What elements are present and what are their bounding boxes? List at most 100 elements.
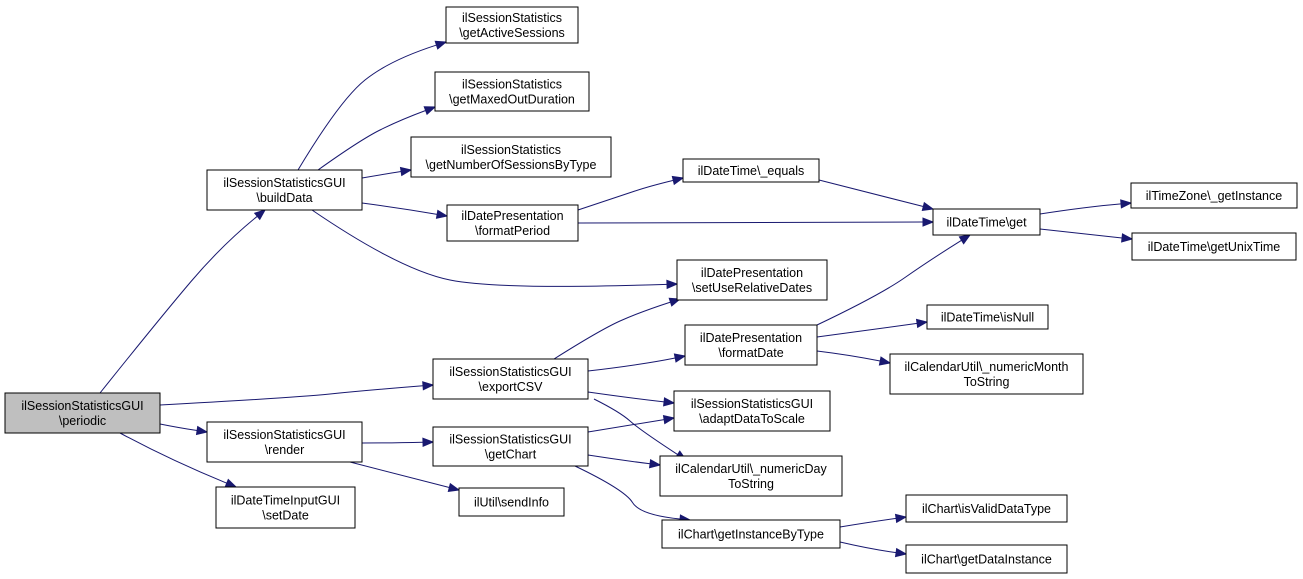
edge-render-to-getChart: [361, 437, 435, 448]
edge-line: [574, 465, 681, 520]
node-getDataInstance[interactable]: ilChart\getDataInstance: [905, 544, 1068, 574]
edge-equals-to-get: [818, 179, 935, 212]
arrowhead-icon: [922, 217, 935, 227]
node-getInstanceByType[interactable]: ilChart\getInstanceByType: [661, 519, 841, 549]
node-isValidDataType[interactable]: ilChart\isValidDataType: [905, 494, 1068, 523]
node-getNumberOfSessionsByType[interactable]: ilSessionStatistics\getNumberOfSessionsB…: [410, 136, 612, 178]
node-setDate[interactable]: ilDateTimeInputGUI\setDate: [215, 486, 356, 529]
node-equals[interactable]: ilDateTime\_equals: [682, 158, 820, 183]
edge-line: [577, 221, 924, 224]
node-setUseRelativeDates[interactable]: ilDatePresentation\setUseRelativeDates: [676, 259, 828, 301]
node-getInstance[interactable]: ilTimeZone\_getInstance: [1130, 182, 1298, 209]
arrowhead-icon: [894, 547, 908, 558]
edge-line: [297, 44, 437, 171]
edge-line: [1039, 228, 1123, 239]
arrowhead-icon: [921, 201, 935, 212]
node-getActiveSessions[interactable]: ilSessionStatistics\getActiveSessions: [445, 6, 579, 44]
node-label: ilChart\getDataInstance: [921, 553, 1052, 567]
edge-formatPeriod-to-get: [577, 217, 935, 227]
node-label: ilDateTime\isNull: [941, 311, 1034, 325]
arrowhead-icon: [666, 279, 679, 290]
edge-exportCSV-to-formatDate: [587, 353, 687, 372]
node-label: ilSessionStatistics: [462, 11, 562, 25]
node-box: [215, 486, 356, 529]
node-label: ilSessionStatisticsGUI: [21, 399, 143, 413]
edge-exportCSV-to-adaptDataToScale: [587, 391, 676, 407]
edge-getChart-to-numericDayToString: [587, 454, 662, 469]
node-sendInfo[interactable]: ilUtil\sendInfo: [458, 487, 565, 517]
node-isNull[interactable]: ilDateTime\isNull: [926, 304, 1049, 330]
node-label: \setDate: [262, 509, 309, 523]
node-label: \getChart: [485, 448, 537, 462]
node-get[interactable]: ilDateTime\get: [932, 208, 1041, 236]
node-label: ilTimeZone\_getInstance: [1146, 189, 1282, 203]
arrowhead-icon: [671, 175, 685, 186]
node-label: ilDatePresentation: [700, 331, 802, 345]
node-label: ilChart\isValidDataType: [922, 502, 1051, 516]
arrowhead-icon: [434, 40, 448, 50]
node-label: ilDateTime\_equals: [698, 164, 805, 178]
node-buildData[interactable]: ilSessionStatisticsGUI\buildData: [206, 169, 363, 211]
edge-formatDate-to-isNull: [816, 318, 929, 338]
node-box: [1130, 182, 1298, 209]
node-label: \render: [265, 443, 305, 457]
edge-buildData-to-getActiveSessions: [297, 40, 448, 171]
node-label: ilSessionStatisticsGUI: [691, 397, 813, 411]
node-box: [4, 392, 161, 434]
node-adaptDataToScale[interactable]: ilSessionStatisticsGUI\adaptDataToScale: [673, 390, 831, 432]
edge-line: [839, 517, 897, 528]
node-label: ilSessionStatisticsGUI: [449, 433, 571, 447]
arrowhead-icon: [1121, 233, 1134, 243]
node-getChart[interactable]: ilSessionStatisticsGUI\getChart: [432, 426, 589, 467]
node-box: [932, 208, 1041, 236]
node-label: ilDateTime\get: [946, 216, 1027, 230]
node-box: [905, 494, 1068, 523]
node-label: ilUtil\sendInfo: [474, 496, 549, 510]
node-box: [661, 519, 841, 549]
arrowhead-icon: [253, 209, 267, 221]
node-formatPeriod[interactable]: ilDatePresentation\formatPeriod: [446, 204, 579, 242]
node-box: [206, 169, 363, 211]
node-label: ToString: [728, 477, 774, 491]
edge-line: [361, 441, 424, 444]
node-box: [445, 6, 579, 44]
node-box: [676, 259, 828, 301]
node-label: ilDateTime\getUnixTime: [1148, 240, 1280, 254]
node-periodic[interactable]: ilSessionStatisticsGUI\periodic: [4, 392, 161, 434]
node-box: [432, 426, 589, 467]
node-label: ilSessionStatisticsGUI: [449, 365, 571, 379]
node-formatDate[interactable]: ilDatePresentation\formatDate: [684, 324, 818, 366]
edge-line: [361, 202, 438, 215]
node-label: ToString: [964, 375, 1010, 389]
arrowhead-icon: [878, 356, 892, 366]
node-label: \getActiveSessions: [459, 26, 565, 40]
node-label: ilSessionStatisticsGUI: [223, 428, 345, 442]
node-getMaxedOutDuration[interactable]: ilSessionStatistics\getMaxedOutDuration: [434, 71, 590, 112]
arrowhead-icon: [662, 414, 676, 425]
node-label: ilDateTimeInputGUI: [231, 494, 340, 508]
node-getUnixTime[interactable]: ilDateTime\getUnixTime: [1131, 232, 1297, 261]
node-label: \formatDate: [718, 346, 783, 360]
node-label: \setUseRelativeDates: [692, 281, 812, 295]
edge-line: [587, 454, 651, 465]
node-label: ilDatePresentation: [701, 266, 803, 280]
arrowhead-icon: [435, 209, 449, 219]
arrowhead-icon: [399, 166, 413, 177]
edge-render-to-sendInfo: [349, 461, 461, 493]
arrowhead-icon: [648, 458, 662, 469]
edge-line: [587, 391, 665, 403]
node-render[interactable]: ilSessionStatisticsGUI\render: [206, 421, 363, 463]
node-box: [905, 544, 1068, 574]
edge-line: [159, 385, 424, 406]
edge-buildData-to-getMaxedOutDuration: [317, 106, 437, 171]
node-label: \adaptDataToScale: [699, 412, 805, 426]
edge-periodic-to-exportCSV: [159, 381, 435, 406]
node-label: \getNumberOfSessionsByType: [426, 158, 597, 172]
node-exportCSV[interactable]: ilSessionStatisticsGUI\exportCSV: [432, 358, 589, 400]
edge-line: [839, 541, 897, 554]
edge-line: [99, 215, 258, 394]
edge-getInstanceByType-to-getDataInstance: [839, 541, 908, 558]
